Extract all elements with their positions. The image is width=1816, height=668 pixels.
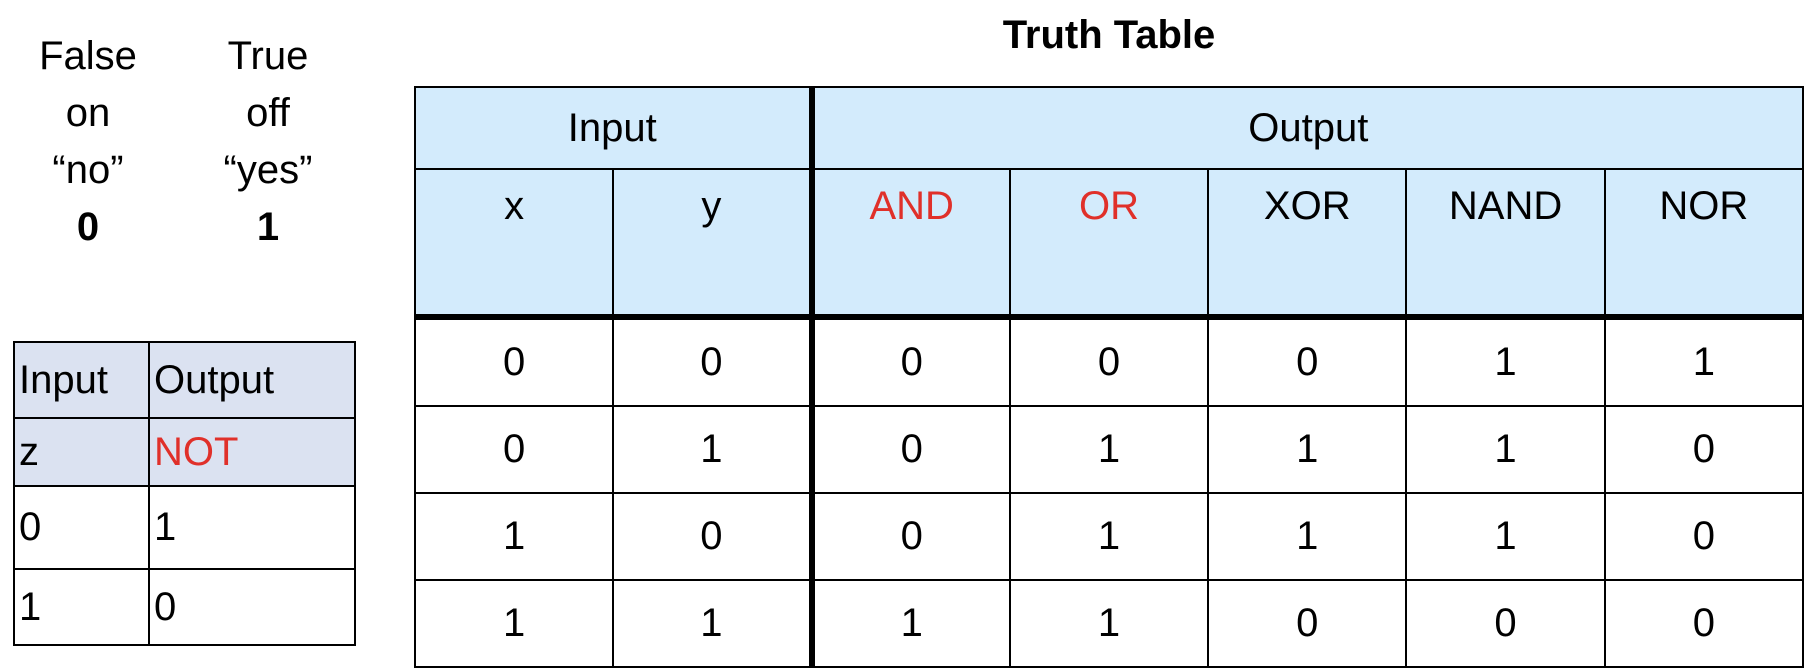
- legend-one-label: 1: [256, 205, 280, 249]
- table-cell: 0: [1603, 492, 1805, 581]
- legend-zero-label: 0: [76, 205, 100, 249]
- column-header-or: OR: [1008, 168, 1210, 320]
- table-cell: 0: [1008, 316, 1210, 407]
- table-cell: 0: [612, 316, 815, 407]
- table-cell: 1: [612, 579, 815, 668]
- table-cell: 0: [413, 405, 615, 494]
- table-row: 1 1 1 1 0 0 0: [413, 579, 1805, 668]
- table-cell: 1: [1008, 492, 1210, 581]
- column-header-xor: XOR: [1207, 168, 1408, 320]
- table-cell: 0: [1405, 579, 1606, 668]
- not-table-cell: 0: [148, 568, 356, 646]
- legend-no-label: “no”: [52, 148, 124, 192]
- legend-false-label: False: [39, 34, 137, 78]
- column-header-x: x: [413, 168, 615, 320]
- table-row: 1 0 0 1 1 1 0: [413, 492, 1805, 581]
- legend-true-label: True: [227, 34, 309, 78]
- not-table-cell: 1: [148, 485, 356, 570]
- table-cell: 0: [810, 316, 1011, 407]
- not-table-header-output: Output: [148, 341, 356, 419]
- not-truth-table: Input Output z NOT 0 1 1 0: [13, 341, 356, 646]
- table-cell: 0: [810, 405, 1011, 494]
- column-header-y: y: [612, 168, 815, 320]
- legend-yes-label: “yes”: [223, 148, 313, 192]
- not-table-subheader-row: z NOT: [13, 417, 356, 487]
- table-cell: 0: [413, 316, 615, 407]
- table-row: 0 1 0 1 1 1 0: [413, 405, 1805, 494]
- table-cell: 0: [1207, 316, 1408, 407]
- truth-table: Input Output x y AND OR XOR NAND NOR 0 0…: [413, 86, 1805, 668]
- table-cell: 0: [1603, 405, 1805, 494]
- table-cell: 1: [1405, 316, 1606, 407]
- legend-off-label: off: [246, 91, 290, 135]
- not-table-cell: 1: [13, 568, 150, 646]
- table-row: 0 1: [13, 485, 356, 570]
- truth-table-group-header-row: Input Output: [414, 86, 1805, 170]
- table-cell: 1: [1405, 492, 1606, 581]
- table-row: 1 0: [13, 568, 356, 646]
- column-header-nand: NAND: [1405, 168, 1606, 320]
- table-cell: 1: [1207, 492, 1408, 581]
- table-cell: 0: [1603, 579, 1805, 668]
- table-cell: 1: [413, 579, 615, 668]
- table-cell: 0: [612, 492, 815, 581]
- not-table-subheader-z: z: [13, 417, 150, 487]
- legend-on-label: on: [65, 91, 111, 135]
- legend-false-column: False on “no” 0: [3, 28, 173, 256]
- truth-table-column-header-row: x y AND OR XOR NAND NOR: [413, 168, 1805, 320]
- column-header-nor: NOR: [1603, 168, 1805, 320]
- not-table-cell: 0: [13, 485, 150, 570]
- table-cell: 0: [1207, 579, 1408, 668]
- group-header-output: Output: [810, 86, 1805, 170]
- table-cell: 1: [1603, 316, 1805, 407]
- table-cell: 1: [810, 579, 1011, 668]
- not-table-header-input: Input: [13, 341, 150, 419]
- table-cell: 0: [810, 492, 1011, 581]
- table-row: 0 0 0 0 0 1 1: [413, 316, 1805, 407]
- table-cell: 1: [1008, 579, 1210, 668]
- truth-table-title: Truth Table: [1002, 13, 1216, 57]
- table-cell: 1: [1405, 405, 1606, 494]
- table-cell: 1: [612, 405, 815, 494]
- table-cell: 1: [413, 492, 615, 581]
- not-table-header-row: Input Output: [13, 341, 356, 419]
- legend-true-column: True off “yes” 1: [183, 28, 353, 256]
- not-table-subheader-not: NOT: [148, 417, 356, 487]
- table-cell: 1: [1207, 405, 1408, 494]
- table-cell: 1: [1008, 405, 1210, 494]
- column-header-and: AND: [810, 168, 1011, 320]
- group-header-input: Input: [414, 86, 815, 170]
